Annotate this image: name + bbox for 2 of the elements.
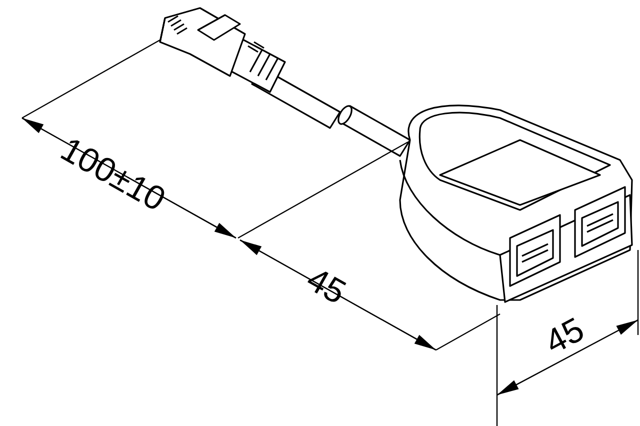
dimension-label: 45 bbox=[301, 262, 351, 310]
dimension-label: 45 bbox=[540, 312, 590, 360]
